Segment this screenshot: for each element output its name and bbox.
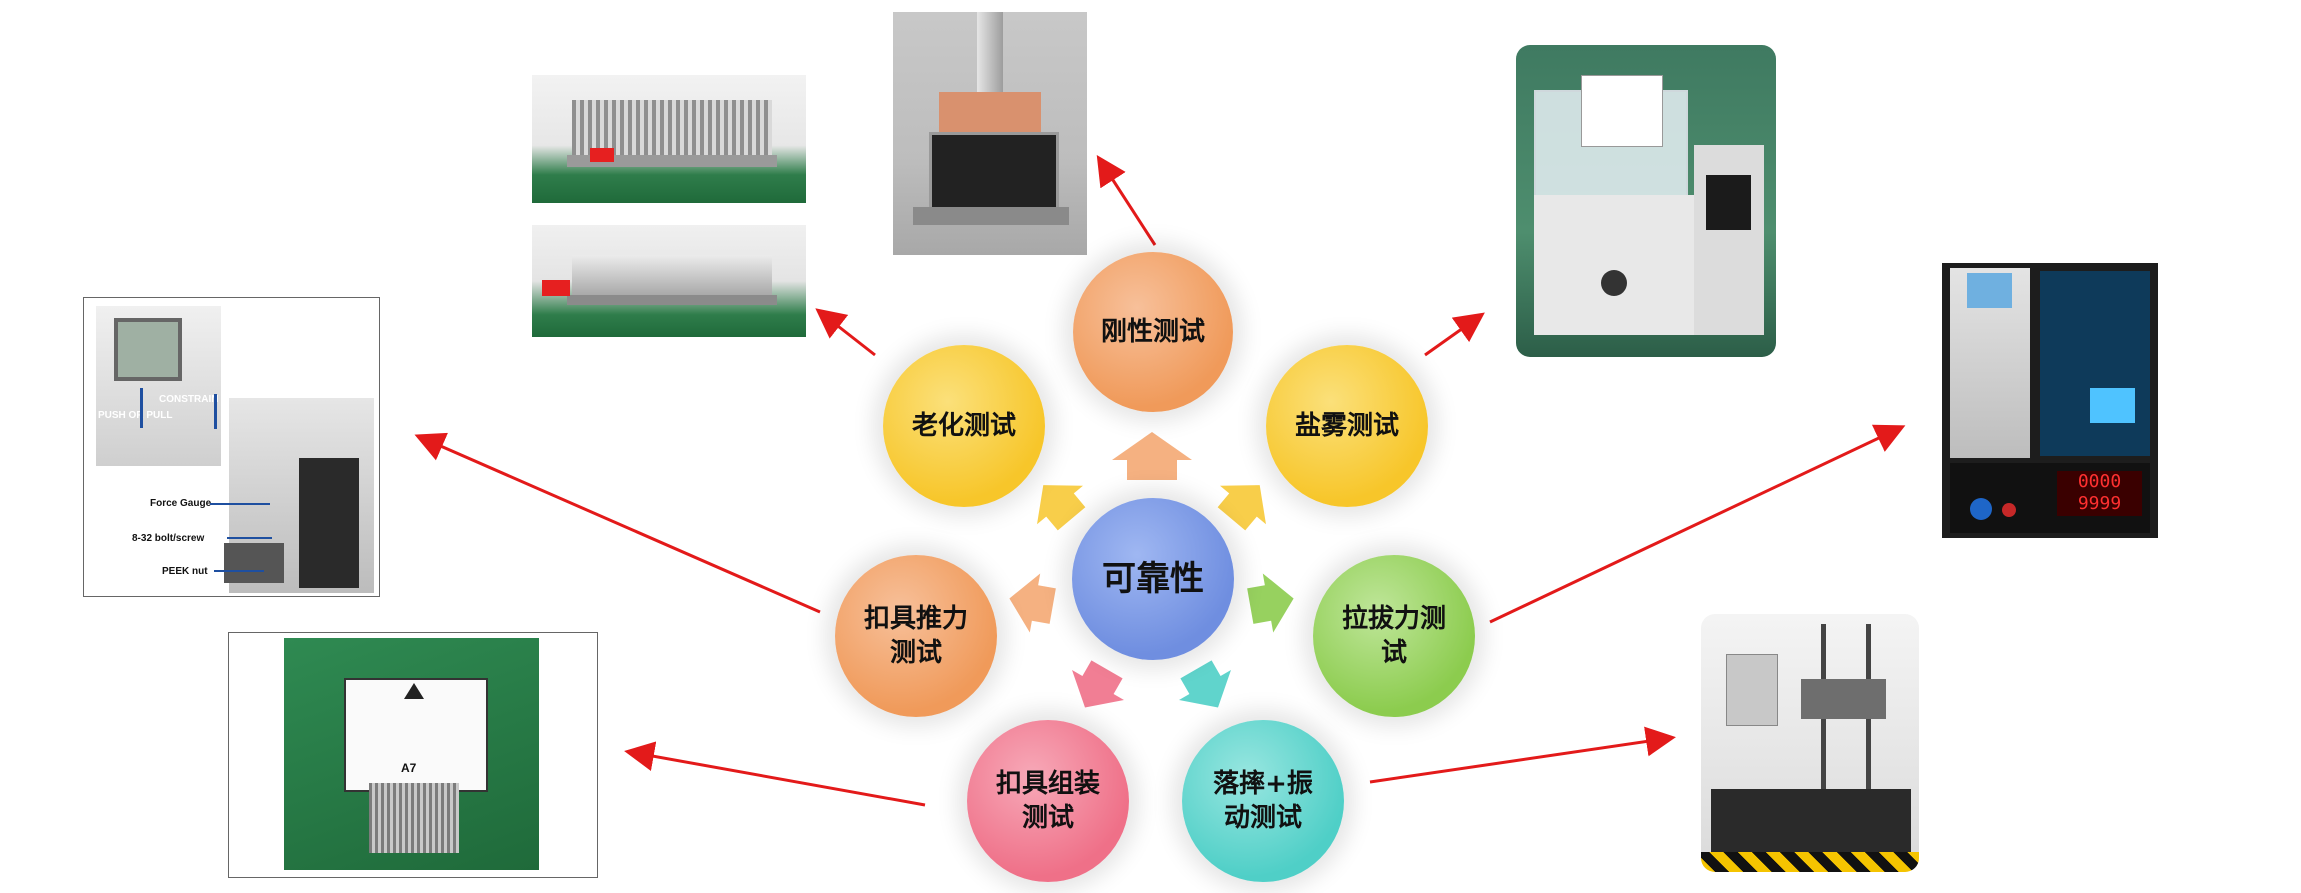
push-or-pull-label: PUSH OR PULL <box>98 410 173 421</box>
node-rigidity-test: 刚性测试 <box>1073 252 1233 412</box>
arrow-to-salt-spray-photo <box>1424 312 1485 357</box>
node-salt-spray-test: 盐雾测试 <box>1266 345 1428 507</box>
red-pointer-icon <box>542 280 570 296</box>
aging-photo-bottom <box>532 225 806 337</box>
center-arrow-upright <box>1217 485 1266 531</box>
node-aging-label: 老化测试 <box>911 411 1016 441</box>
drop-vibration-test-photo <box>1701 614 1919 872</box>
blue-button-icon <box>1970 498 1992 520</box>
node-rigidity-label: 刚性测试 <box>1100 317 1205 347</box>
center-arrow-right <box>1247 573 1294 633</box>
node-aging-test: 老化测试 <box>883 345 1045 507</box>
center-arrow-downright <box>1179 660 1231 708</box>
force-gauge-label: Force Gauge <box>150 498 212 509</box>
red-pointer-icon <box>590 148 614 162</box>
center-arrow-up <box>1112 432 1192 480</box>
node-clip-push-label: 扣具推力测试 <box>863 604 968 668</box>
clip-assembly-test-photo: A7 <box>228 632 598 878</box>
center-node-reliability: 可靠性 <box>1072 498 1234 660</box>
center-arrow-left <box>1009 573 1056 633</box>
aging-photo-top <box>532 75 806 203</box>
node-clip-assembly-label: 扣具组装测试 <box>995 769 1100 833</box>
node-salt-spray-label: 盐雾测试 <box>1294 411 1399 441</box>
clip-push-test-photo: PUSH OR PULL CONSTRAIN Force Gauge 8-32 … <box>83 297 380 597</box>
rigidity-test-photo <box>893 12 1087 255</box>
node-clip-assembly-test: 扣具组装测试 <box>967 720 1129 882</box>
arrow-to-clip-push-photo <box>414 432 821 614</box>
arrow-to-clip-assembly-photo <box>624 741 926 807</box>
clip-tag-label: A7 <box>401 761 417 775</box>
node-pull-force-label: 拉拔力测试 <box>1341 604 1446 668</box>
node-clip-push-test: 扣具推力测试 <box>835 555 997 717</box>
node-pull-force-test: 拉拔力测试 <box>1313 555 1475 717</box>
arrow-to-rigidity-photo <box>1096 154 1157 246</box>
arrow-to-aging-photos <box>815 308 876 357</box>
bolt-screw-label: 8-32 bolt/screw <box>132 533 205 544</box>
red-light-icon <box>2002 503 2016 517</box>
center-arrow-upleft <box>1037 485 1086 531</box>
peek-nut-label: PEEK nut <box>162 566 208 577</box>
arrow-to-pull-force-photo <box>1489 424 1906 624</box>
salt-spray-test-photo <box>1516 45 1776 357</box>
node-drop-vibration-test: 落摔+振动测试 <box>1182 720 1344 882</box>
constrain-label: CONSTRAIN <box>159 394 219 405</box>
center-arrow-downleft <box>1072 660 1124 708</box>
arrow-to-drop-vibration-photo <box>1369 726 1676 784</box>
node-drop-vibration-label: 落摔+振动测试 <box>1213 769 1313 833</box>
center-node-label: 可靠性 <box>1102 559 1204 599</box>
